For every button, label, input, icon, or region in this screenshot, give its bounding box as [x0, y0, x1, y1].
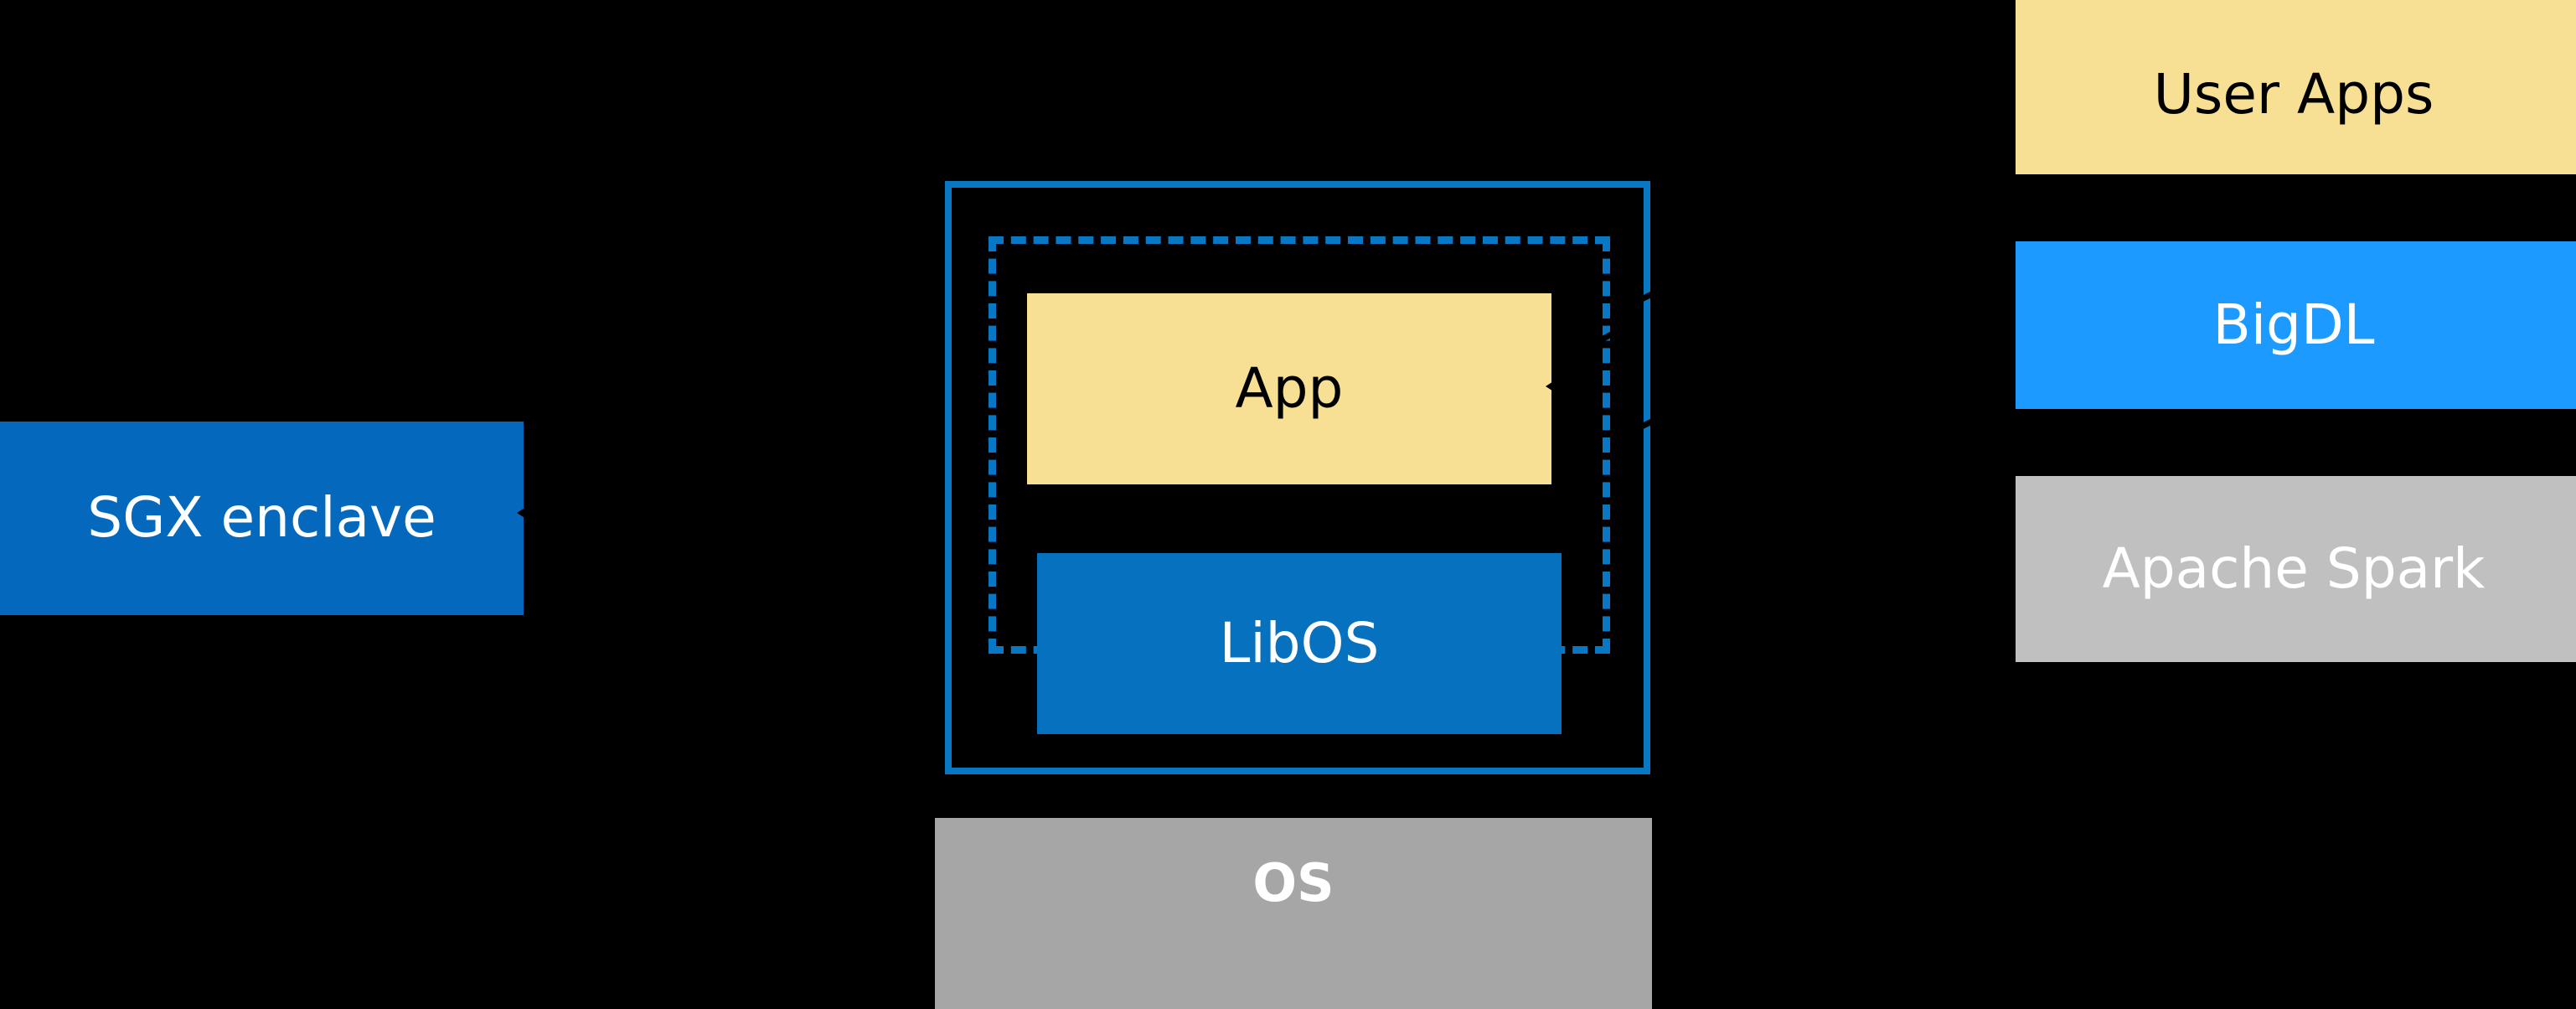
apache-spark-label: Apache Spark [2102, 536, 2486, 601]
app-label: App [1235, 355, 1344, 421]
libos-label: LibOS [1219, 610, 1380, 675]
sgx-connector-arrow-icon [517, 505, 529, 520]
bigdl-label: BigDL [2212, 292, 2375, 357]
app-box: App [1027, 293, 1551, 484]
libos-box: LibOS [1037, 553, 1562, 734]
bigdl-box: BigDL [2016, 241, 2576, 409]
user-apps-label: User Apps [2153, 62, 2434, 127]
apache-spark-box: Apache Spark [2016, 476, 2576, 662]
sgx-enclave-label: SGX enclave [87, 485, 436, 551]
os-box: OS [935, 818, 1652, 1009]
os-label: OS [1252, 852, 1334, 913]
enclave-frame [945, 181, 1650, 774]
user-apps-box: User Apps [2016, 0, 2576, 174]
sgx-enclave-box: SGX enclave [0, 422, 524, 615]
app-connector-arrow-icon [1546, 379, 1557, 394]
